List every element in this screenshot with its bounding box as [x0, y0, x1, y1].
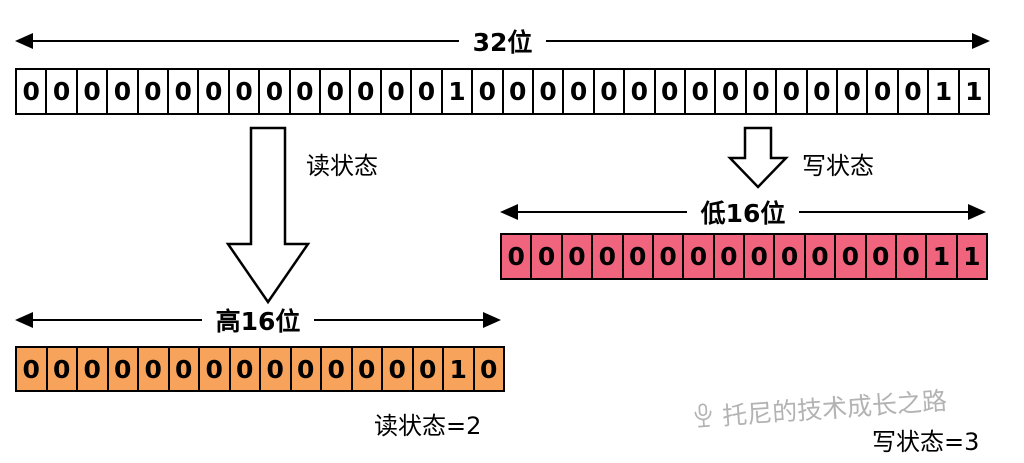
arrowhead-left-icon	[15, 312, 33, 328]
span-arrow-low16: 低16位	[500, 198, 987, 228]
bit-cell: 0	[894, 233, 928, 280]
bit-cell: 0	[289, 346, 322, 392]
arrow-line	[33, 39, 459, 43]
bit-cell: 0	[227, 68, 261, 115]
bit-cell: 0	[471, 68, 504, 115]
bit-cell: 0	[773, 233, 806, 280]
bit-cell: 0	[835, 68, 869, 115]
bit-cell: 0	[258, 68, 291, 115]
arrow-line	[546, 39, 973, 43]
arrow-line	[314, 318, 484, 322]
span-arrow-32bit: 32位	[15, 27, 991, 57]
span-label-32bit: 32位	[472, 28, 533, 57]
bit-cell: 1	[955, 233, 988, 280]
write-state-label: 写状态	[802, 152, 874, 180]
bit-cell: 0	[651, 233, 685, 280]
span-label-high16: 高16位	[215, 307, 301, 336]
bit-cell: 0	[45, 346, 78, 392]
bit-cell: 0	[136, 68, 170, 115]
microphone-icon	[694, 403, 712, 428]
arrow-line	[33, 318, 202, 322]
bit-cell: 0	[350, 346, 383, 392]
bit-cell: 0	[896, 68, 930, 115]
bit-cell: 1	[925, 233, 958, 280]
bit-cell: 0	[653, 68, 686, 115]
bit-cell: 1	[442, 346, 475, 392]
bit-cell: 0	[592, 68, 626, 115]
bit-cell: 0	[682, 233, 715, 280]
bit-cell: 0	[744, 68, 778, 115]
write-state-down-arrow	[727, 126, 789, 189]
arrowhead-left-icon	[500, 204, 518, 220]
bit-cell: 0	[803, 233, 837, 280]
bit-cell: 1	[927, 68, 960, 115]
bit-cell: 0	[834, 233, 867, 280]
bit-cell: 0	[805, 68, 838, 115]
bit-cell: 0	[15, 346, 48, 392]
span-label-low16: 低16位	[700, 199, 786, 228]
write-result-label: 写状态=3	[872, 428, 980, 456]
bit-cell: 0	[137, 346, 170, 392]
bit-cell: 0	[197, 68, 230, 115]
read-state-down-arrow	[225, 126, 311, 305]
bit-cell: 0	[411, 346, 444, 392]
bit-cell: 0	[501, 68, 534, 115]
bit-cell: 0	[864, 233, 897, 280]
bit-cell: 0	[320, 346, 353, 392]
bit-cell: 0	[560, 233, 594, 280]
bit-cell: 0	[106, 346, 139, 392]
bit-cell: 0	[500, 233, 533, 280]
bit-cell: 0	[530, 233, 563, 280]
bit-cell: 0	[259, 346, 292, 392]
bit-cell: 1	[440, 68, 474, 115]
bit-cell: 0	[410, 68, 443, 115]
bit-cell: 0	[349, 68, 382, 115]
arrow-line	[518, 210, 687, 214]
bit-cell: 0	[167, 68, 200, 115]
bit-cell: 0	[714, 68, 747, 115]
read-result-label: 读状态=2	[374, 412, 482, 440]
bit-cell: 0	[621, 233, 654, 280]
arrowhead-right-icon	[483, 312, 502, 328]
bit-cell: 0	[288, 68, 322, 115]
bit-cell: 0	[623, 68, 656, 115]
bit-cell: 0	[775, 68, 808, 115]
bit-cell: 0	[712, 233, 745, 280]
bit-cell: 0	[75, 68, 109, 115]
bit-cell: 0	[591, 233, 624, 280]
bit-cell: 0	[472, 346, 505, 392]
bit-cell: 1	[957, 68, 990, 115]
bit-cell: 0	[228, 346, 261, 392]
read-state-label: 读状态	[306, 152, 378, 180]
bit-cell: 0	[683, 68, 717, 115]
bit-cell: 0	[198, 346, 231, 392]
bit-cell: 0	[106, 68, 139, 115]
watermark: 托尼的技术成长之路	[691, 381, 948, 435]
bit-cell: 0	[866, 68, 899, 115]
bit-cell: 0	[743, 233, 776, 280]
arrowhead-right-icon	[968, 204, 987, 220]
bit-cell: 0	[562, 68, 595, 115]
bit-cell: 0	[167, 346, 200, 392]
span-arrow-high16: 高16位	[15, 306, 502, 336]
bit-cell: 0	[15, 68, 48, 115]
bit-cell: 0	[531, 68, 565, 115]
arrow-line	[799, 210, 969, 214]
bit-cell: 0	[45, 68, 78, 115]
arrowhead-right-icon	[972, 33, 991, 49]
bit-cell: 0	[381, 346, 414, 392]
arrowhead-left-icon	[15, 33, 33, 49]
bit-cell: 0	[76, 346, 109, 392]
bit-cell: 0	[379, 68, 413, 115]
bit-cell: 0	[319, 68, 352, 115]
